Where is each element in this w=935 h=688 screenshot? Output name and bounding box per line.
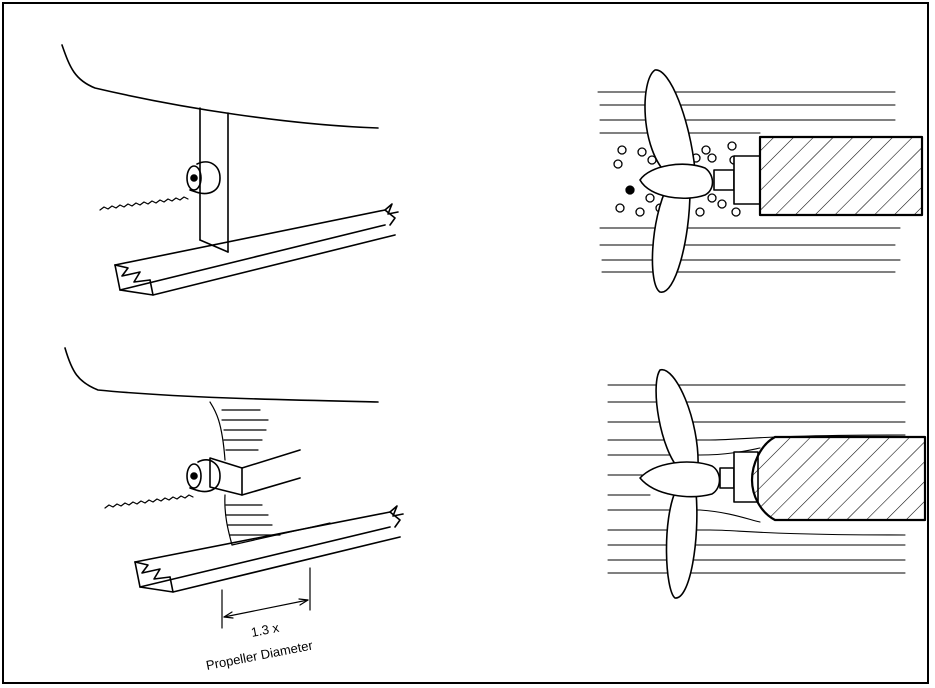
keel-beam (134, 505, 404, 593)
bearing-face (186, 165, 202, 191)
shaft-wavy (99, 196, 189, 211)
shaft-coupling (719, 467, 735, 489)
faired-strut-hatched (750, 435, 927, 522)
propeller-hub (639, 461, 721, 498)
coupling-flange (733, 155, 761, 205)
strut-foot (199, 239, 229, 253)
fairing-hatching-lower (224, 494, 331, 546)
propeller-blade-lower (651, 184, 691, 293)
propeller-blade-upper (655, 369, 699, 471)
strut-block-hatched (759, 136, 923, 216)
dimension-marker (221, 567, 311, 629)
propeller-flow-smooth (607, 369, 927, 599)
shaft-coupling (713, 169, 735, 191)
shaft-bearing (189, 161, 221, 195)
strut-block (209, 449, 301, 496)
dimension-text-label: Propeller Diameter (205, 637, 315, 673)
hull-sketch-top (61, 44, 399, 296)
shaft-end (190, 472, 198, 480)
dimension-multiplier-label: 1.3 x (250, 620, 281, 640)
shaft-end (190, 174, 198, 182)
hull-bottom-line (61, 44, 379, 129)
fairing-hatching-upper (209, 401, 269, 461)
keel-beam (114, 203, 399, 296)
bearing-face (186, 463, 202, 489)
shaft-wavy (104, 494, 194, 509)
strut-block-outline (758, 135, 924, 217)
propeller-blade-upper (644, 69, 696, 176)
shaft-bearing (189, 459, 221, 493)
hull-sketch-bottom (64, 347, 404, 629)
propeller-hub (639, 163, 714, 200)
propeller-flow-turbulent (597, 69, 924, 293)
propeller-blade-lower (665, 489, 698, 599)
hull-bottom-line (64, 347, 379, 403)
